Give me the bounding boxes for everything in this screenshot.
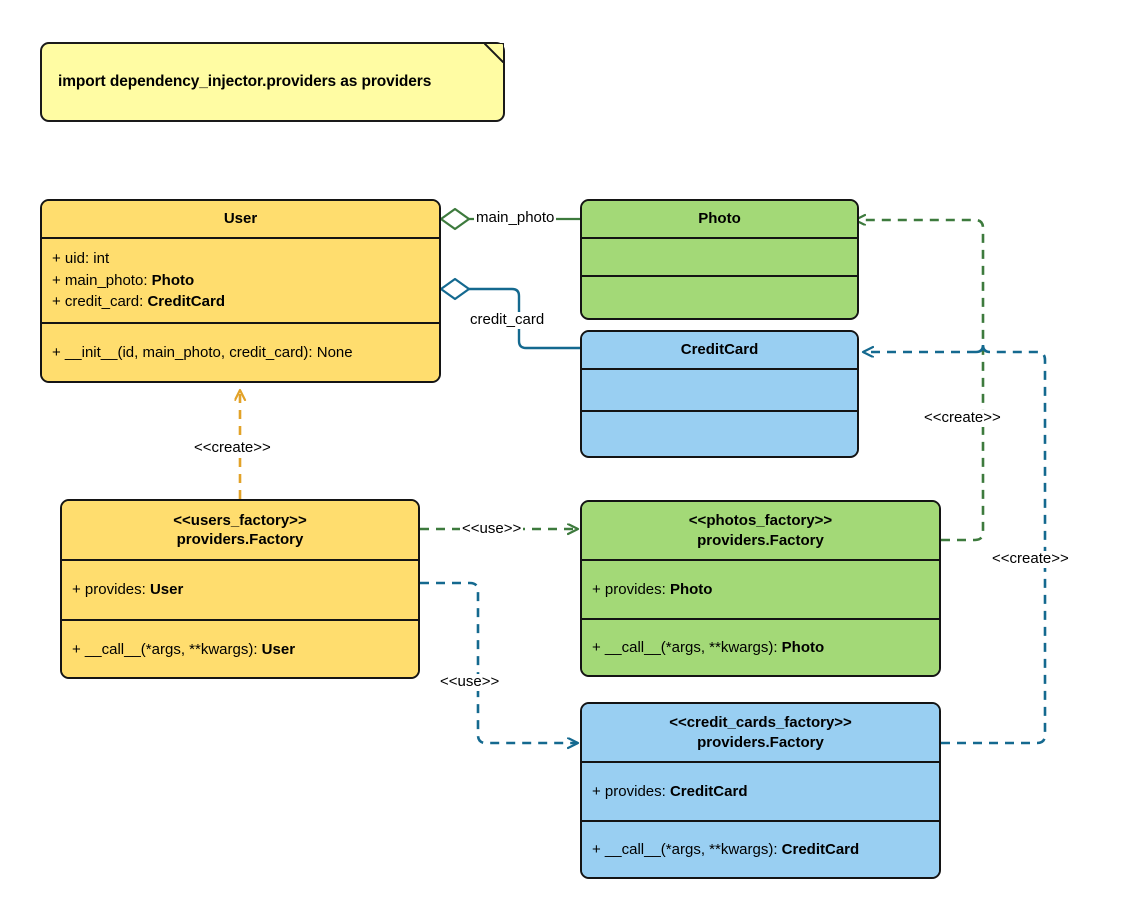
class-methods-user: + __init__(id, main_photo, credit_card):… [42,324,439,381]
class-header-credit-cards-factory: <<credit_cards_factory>> providers.Facto… [582,704,939,763]
class-methods-photo [582,277,857,317]
attribute-type: User [149,581,184,599]
edge-label-use-photos: <<use>> [460,520,524,538]
import-note-text: import dependency_injector.providers as … [58,73,432,90]
aggregation-diamond-main-photo [439,207,471,231]
class-name-credit-card: CreditCard [680,341,759,359]
edge-label-main-photo: main_photo [474,209,557,227]
method-text: + __call__(*args, **kwargs): [72,640,262,658]
edge-label-create-user: <<create>> [192,439,273,457]
attribute-row: + main_photo: Photo [52,270,429,292]
class-attributes-photos-factory: + provides: Photo [582,561,939,620]
class-stereotype-photos-factory: <<photos_factory>> [688,512,833,530]
class-attributes-credit-card [582,370,857,412]
method-return-type: User [261,640,296,658]
class-header-photo: Photo [582,201,857,239]
edge-photos-factory-creates-photo [855,220,985,542]
attribute-text: + provides: [72,581,150,599]
class-name-user: User [223,210,258,228]
attribute-row: + uid: int [52,248,429,270]
attribute-row: + credit_card: CreditCard [52,291,429,313]
class-methods-users-factory: + __call__(*args, **kwargs): User [62,621,418,677]
class-attributes-user: + uid: int + main_photo: Photo + credit_… [42,239,439,324]
attribute-text: + credit_card: [52,293,148,311]
method-text: + __call__(*args, **kwargs): [592,841,782,859]
class-header-credit-card: CreditCard [582,332,857,370]
method-text: + __call__(*args, **kwargs): [592,639,782,657]
attribute-text: + provides: [592,580,670,598]
class-header-users-factory: <<users_factory>> providers.Factory [62,501,418,561]
class-name-users-factory: providers.Factory [176,531,304,548]
aggregation-diamond-credit-card [439,277,471,301]
class-box-users-factory[interactable]: <<users_factory>> providers.Factory + pr… [60,499,420,679]
class-box-credit-cards-factory[interactable]: <<credit_cards_factory>> providers.Facto… [580,702,941,879]
attribute-row: + provides: Photo [592,579,929,601]
edge-label-use-credit-cards: <<use>> [438,673,502,691]
edge-users-factory-uses-credit-cards-factory [420,581,578,743]
method-row: + __call__(*args, **kwargs): Photo [592,637,929,659]
method-text: + __init__(id, main_photo, credit_card):… [52,344,353,362]
class-name-credit-cards-factory: providers.Factory [697,733,824,751]
edge-label-create-credit-card: <<create>> [990,550,1071,568]
attribute-row: + provides: CreditCard [592,781,929,803]
import-note: import dependency_injector.providers as … [40,42,505,122]
class-box-user[interactable]: User + uid: int + main_photo: Photo + cr… [40,199,441,383]
class-header-photos-factory: <<photos_factory>> providers.Factory [582,502,939,561]
class-header-user: User [42,201,439,239]
method-row: + __call__(*args, **kwargs): User [72,639,408,661]
attribute-type: Photo [669,580,713,598]
class-attributes-photo [582,239,857,277]
edge-label-credit-card: credit_card [468,311,547,329]
class-methods-credit-card [582,412,857,455]
method-row: + __init__(id, main_photo, credit_card):… [52,342,429,364]
attribute-type: CreditCard [669,782,748,800]
class-name-photo: Photo [698,210,741,228]
method-row: + __call__(*args, **kwargs): CreditCard [592,839,929,861]
class-attributes-users-factory: + provides: User [62,561,418,621]
attribute-text: + uid: int [52,249,110,267]
class-box-photos-factory[interactable]: <<photos_factory>> providers.Factory + p… [580,500,941,677]
attribute-row: + provides: User [72,579,408,601]
method-return-type: Photo [781,639,825,657]
class-methods-credit-cards-factory: + __call__(*args, **kwargs): CreditCard [582,822,939,877]
class-name-photos-factory: providers.Factory [697,531,824,549]
method-return-type: CreditCard [781,841,860,859]
attribute-text: + main_photo: [52,271,152,289]
class-methods-photos-factory: + __call__(*args, **kwargs): Photo [582,620,939,675]
line-hop [975,344,991,354]
class-stereotype-users-factory: <<users_factory>> [173,511,307,529]
attribute-type: CreditCard [147,293,225,311]
attribute-type: Photo [151,271,195,289]
class-box-credit-card[interactable]: CreditCard [580,330,859,458]
attribute-text: + provides: [592,782,670,800]
note-fold-icon [484,43,504,63]
class-box-photo[interactable]: Photo [580,199,859,320]
class-attributes-credit-cards-factory: + provides: CreditCard [582,763,939,822]
class-stereotype-credit-cards-factory: <<credit_cards_factory>> [669,714,852,732]
edge-label-create-photo: <<create>> [922,409,1003,427]
